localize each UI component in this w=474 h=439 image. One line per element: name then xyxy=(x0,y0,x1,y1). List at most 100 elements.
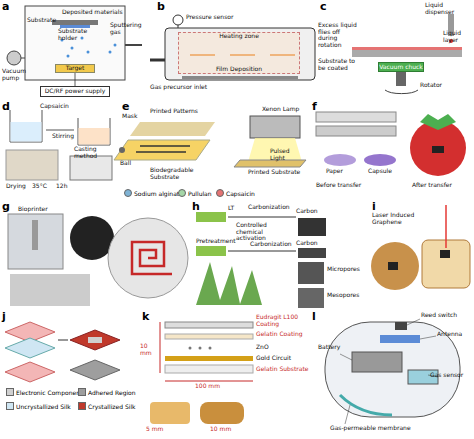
part-label: Carbon xyxy=(296,208,324,215)
legend-text: Electronic Components xyxy=(16,389,85,396)
precursor-image xyxy=(196,246,226,256)
gold-circuit xyxy=(165,356,253,361)
zno xyxy=(189,347,192,350)
process-arrow xyxy=(228,251,296,252)
legend-symbol xyxy=(216,189,224,197)
part-label: Capsaicin xyxy=(40,103,80,110)
gas-permeable-membrane xyxy=(340,395,392,415)
legend-item: Capsaicin xyxy=(216,189,255,197)
adhered-layer xyxy=(70,360,120,380)
part-label: Pressure sensor xyxy=(186,14,246,21)
graphene-mark xyxy=(440,250,450,258)
part-label: Pretreatment xyxy=(196,238,236,245)
syringe xyxy=(32,220,38,250)
bioprinter xyxy=(8,214,63,269)
panel-letter: b xyxy=(157,1,167,13)
part-label: Micropores xyxy=(327,266,367,273)
particle xyxy=(87,51,90,54)
legend-item: Sodium alginate xyxy=(124,189,183,197)
particle xyxy=(81,37,84,40)
part-label: Carbon xyxy=(296,240,324,247)
laser-beam xyxy=(445,205,447,248)
part-label: 5 mm xyxy=(146,426,168,433)
silk-layer xyxy=(5,362,55,382)
part-label: Liquid layer xyxy=(443,30,474,43)
part-label: Substrate holder xyxy=(58,28,108,41)
particle xyxy=(114,44,117,47)
legend-item: Pullulan xyxy=(178,189,212,197)
precursor-image xyxy=(196,212,226,222)
bun xyxy=(371,242,419,290)
legend-text: Capsaicin xyxy=(226,190,255,197)
part-label: Capsule xyxy=(368,168,398,175)
part-label: Mesopores xyxy=(327,292,367,299)
part-label: Vacuum pump xyxy=(2,68,26,81)
biodegradable-substrate xyxy=(114,140,210,160)
part-label: ZnO xyxy=(256,344,286,351)
solution xyxy=(79,128,110,145)
strawberry-leaves xyxy=(420,114,456,130)
legend-swatch xyxy=(6,388,14,396)
solution xyxy=(11,122,42,142)
part-label: 35°C xyxy=(32,183,54,190)
node-text: Heating zone xyxy=(219,33,259,40)
panel-letter: h xyxy=(192,201,202,213)
part-label: Drying xyxy=(6,183,31,190)
part-label: Sputtering gas xyxy=(110,22,148,35)
transfer-layer xyxy=(316,126,396,136)
leader-line xyxy=(345,405,350,424)
part-label: Substrate to be coated xyxy=(318,58,362,71)
deposition-substrate xyxy=(182,76,298,79)
coating-strip xyxy=(165,322,253,328)
part-label: Antenna xyxy=(437,331,473,338)
particle xyxy=(67,55,70,58)
pressure-gauge xyxy=(173,15,183,25)
part-label: 10 mm xyxy=(210,426,240,433)
legend-swatch xyxy=(78,402,86,410)
substrate xyxy=(352,50,462,57)
part-label: Ball xyxy=(120,160,136,167)
panel-letter: j xyxy=(2,311,12,323)
part-label: Gas sensor xyxy=(430,372,470,379)
part-label: Before transfer xyxy=(316,182,366,189)
sem-image xyxy=(298,248,326,258)
panel-letter: g xyxy=(2,201,12,213)
process-arrow xyxy=(58,340,68,341)
zno xyxy=(209,347,212,350)
printed-disc-photo xyxy=(70,216,114,260)
substrate-holder xyxy=(52,20,98,25)
part-label: Stirring xyxy=(52,133,82,140)
legend-item: Crystallized Silk xyxy=(78,402,136,410)
part-label: Eudragit L100 Coating xyxy=(256,314,314,327)
part-label: Pulsed Light xyxy=(270,148,306,161)
particle xyxy=(71,47,74,50)
printed-patterns xyxy=(136,146,190,152)
process-box: Target xyxy=(55,64,95,73)
legend-text: Adhered Region xyxy=(88,389,136,396)
vacuum-pump xyxy=(7,51,21,65)
legend-item: Electronic Components xyxy=(6,388,85,396)
part-label: 10 mm xyxy=(140,343,160,356)
silk-layer xyxy=(70,330,120,350)
leader-line xyxy=(340,354,352,360)
node-text: Target xyxy=(66,65,85,72)
capsule-photo xyxy=(200,402,244,424)
part-label: After transfer xyxy=(412,182,462,189)
connector-wire xyxy=(75,73,76,86)
part-label: Gelatin Substrate xyxy=(256,366,311,373)
process-box: Vacuum chuck xyxy=(378,62,424,72)
legend-text: Crystallized Silk xyxy=(88,403,136,410)
legend-text: Uncrystallized Silk xyxy=(16,403,71,410)
transfer-layer xyxy=(316,112,396,122)
node-text: Film Deposition xyxy=(216,66,262,73)
sem-image xyxy=(298,218,326,236)
antenna xyxy=(380,335,420,343)
beaker xyxy=(78,118,110,145)
part-label: 12h xyxy=(56,183,72,190)
leader-line xyxy=(407,319,420,325)
mesopore-image xyxy=(298,288,324,308)
panel-letter: k xyxy=(142,311,152,323)
film-photo xyxy=(6,150,58,180)
part-label: Gelatin Coating xyxy=(256,331,311,338)
xenon-lamp xyxy=(250,116,300,138)
